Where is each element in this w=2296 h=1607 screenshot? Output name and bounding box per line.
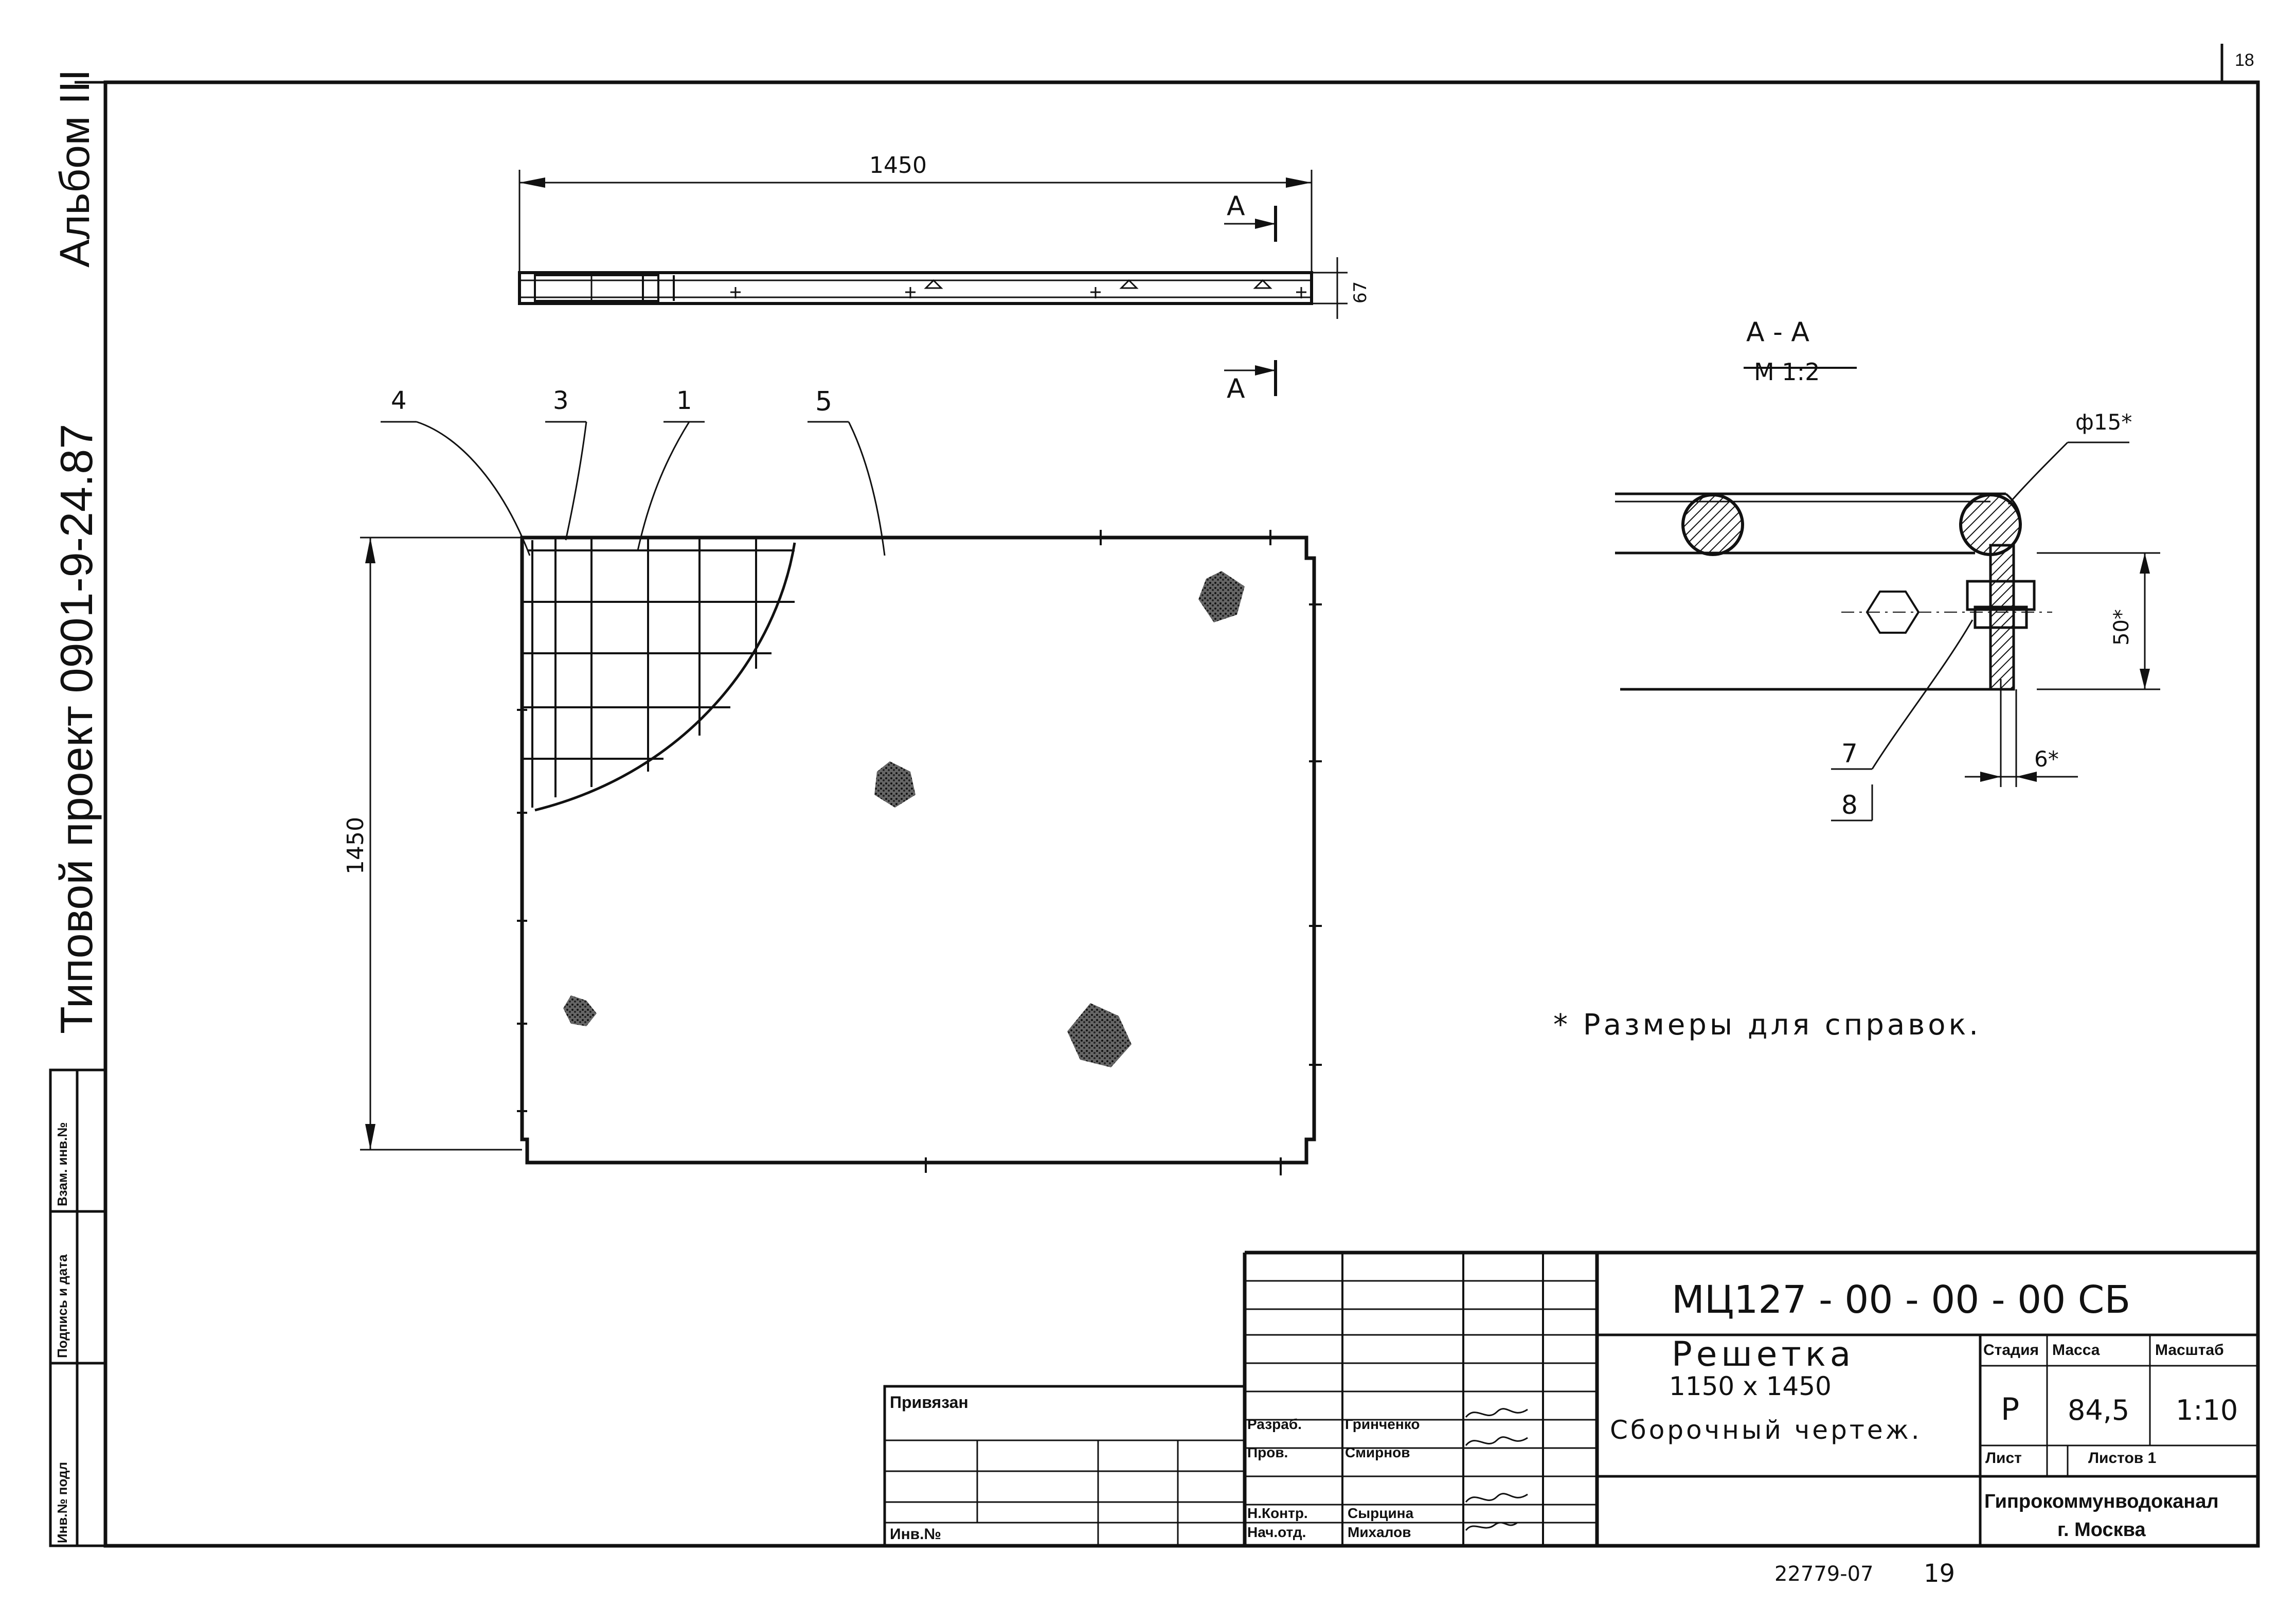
title-block-grid <box>883 1251 2258 1547</box>
section-scale: М 1:2 <box>1754 358 1820 386</box>
signer-name-5: Михалов <box>1348 1524 1411 1540</box>
position-3: 3 <box>553 386 569 415</box>
page-number: 19 <box>1924 1559 1956 1588</box>
position-7: 7 <box>1841 739 1858 769</box>
header-stage: Стадия <box>1983 1342 2039 1359</box>
signer-role-4: Н.Контр. <box>1247 1505 1308 1521</box>
top-view-thickness: 67 <box>1350 281 1371 303</box>
plan-view-height: 1450 <box>343 817 369 874</box>
value-mass: 84,5 <box>2068 1394 2130 1426</box>
sheet-label: Лист <box>1985 1450 2022 1467</box>
section-title: А - А <box>1746 317 1809 348</box>
section-view <box>1615 367 2160 822</box>
sheets-label: Листов 1 <box>2088 1450 2157 1467</box>
position-8: 8 <box>1841 790 1858 820</box>
margin-stamp-strip <box>49 1068 107 1547</box>
signer-name-2: Смирнов <box>1345 1444 1410 1460</box>
reference-note: * Размеры для справок. <box>1553 1008 1982 1042</box>
designation: МЦ127 - 00 - 00 - 00 СБ <box>1672 1278 2131 1322</box>
section-mark-bottom: А <box>1227 373 1245 404</box>
signer-name-1: Гринченко <box>1345 1416 1420 1432</box>
section-mark-top: А <box>1227 191 1245 222</box>
section-dim-diameter: ф15* <box>2075 409 2132 435</box>
margin-stamp-replace: Взам. инв.№ <box>55 1122 70 1206</box>
part-name: Решетка <box>1672 1334 1855 1374</box>
organization: Гипрокоммунводоканал <box>1984 1491 2219 1512</box>
top-view-length: 1450 <box>869 152 927 178</box>
plan-view <box>360 421 1322 1175</box>
header-mass: Масса <box>2052 1342 2100 1359</box>
archive-number: 22779-07 <box>1774 1562 1874 1586</box>
signer-role-2: Пров. <box>1247 1444 1288 1460</box>
sheet-number: 18 <box>2235 50 2254 70</box>
header-scale: Масштаб <box>2155 1342 2224 1359</box>
position-5: 5 <box>815 386 833 417</box>
position-4: 4 <box>391 386 407 415</box>
inv-number-label: Инв.№ <box>890 1526 941 1543</box>
part-size: 1150 х 1450 <box>1669 1371 1832 1401</box>
value-stage: Р <box>2001 1391 2020 1427</box>
value-scale: 1:10 <box>2176 1394 2238 1426</box>
linked-label: Привязан <box>890 1393 968 1412</box>
margin-album: Альбом III <box>51 69 98 267</box>
signer-role-1: Разраб. <box>1247 1416 1302 1432</box>
margin-stamp-sign: Подпись и дата <box>55 1254 70 1358</box>
margin-project: Типовой проект 0901-9-24.87 <box>51 423 102 1034</box>
position-1: 1 <box>676 386 692 415</box>
margin-stamp-inv: Инв.№ подл <box>55 1461 70 1543</box>
signer-name-4: Сырцина <box>1348 1505 1414 1521</box>
section-dim-width: 6* <box>2034 746 2059 772</box>
organization-city: г. Москва <box>2057 1519 2146 1541</box>
section-dim-height: 50* <box>2110 609 2133 646</box>
top-view <box>518 170 1348 396</box>
signer-role-5: Нач.отд. <box>1247 1524 1306 1540</box>
doc-type: Сборочный чертеж. <box>1610 1415 1922 1445</box>
